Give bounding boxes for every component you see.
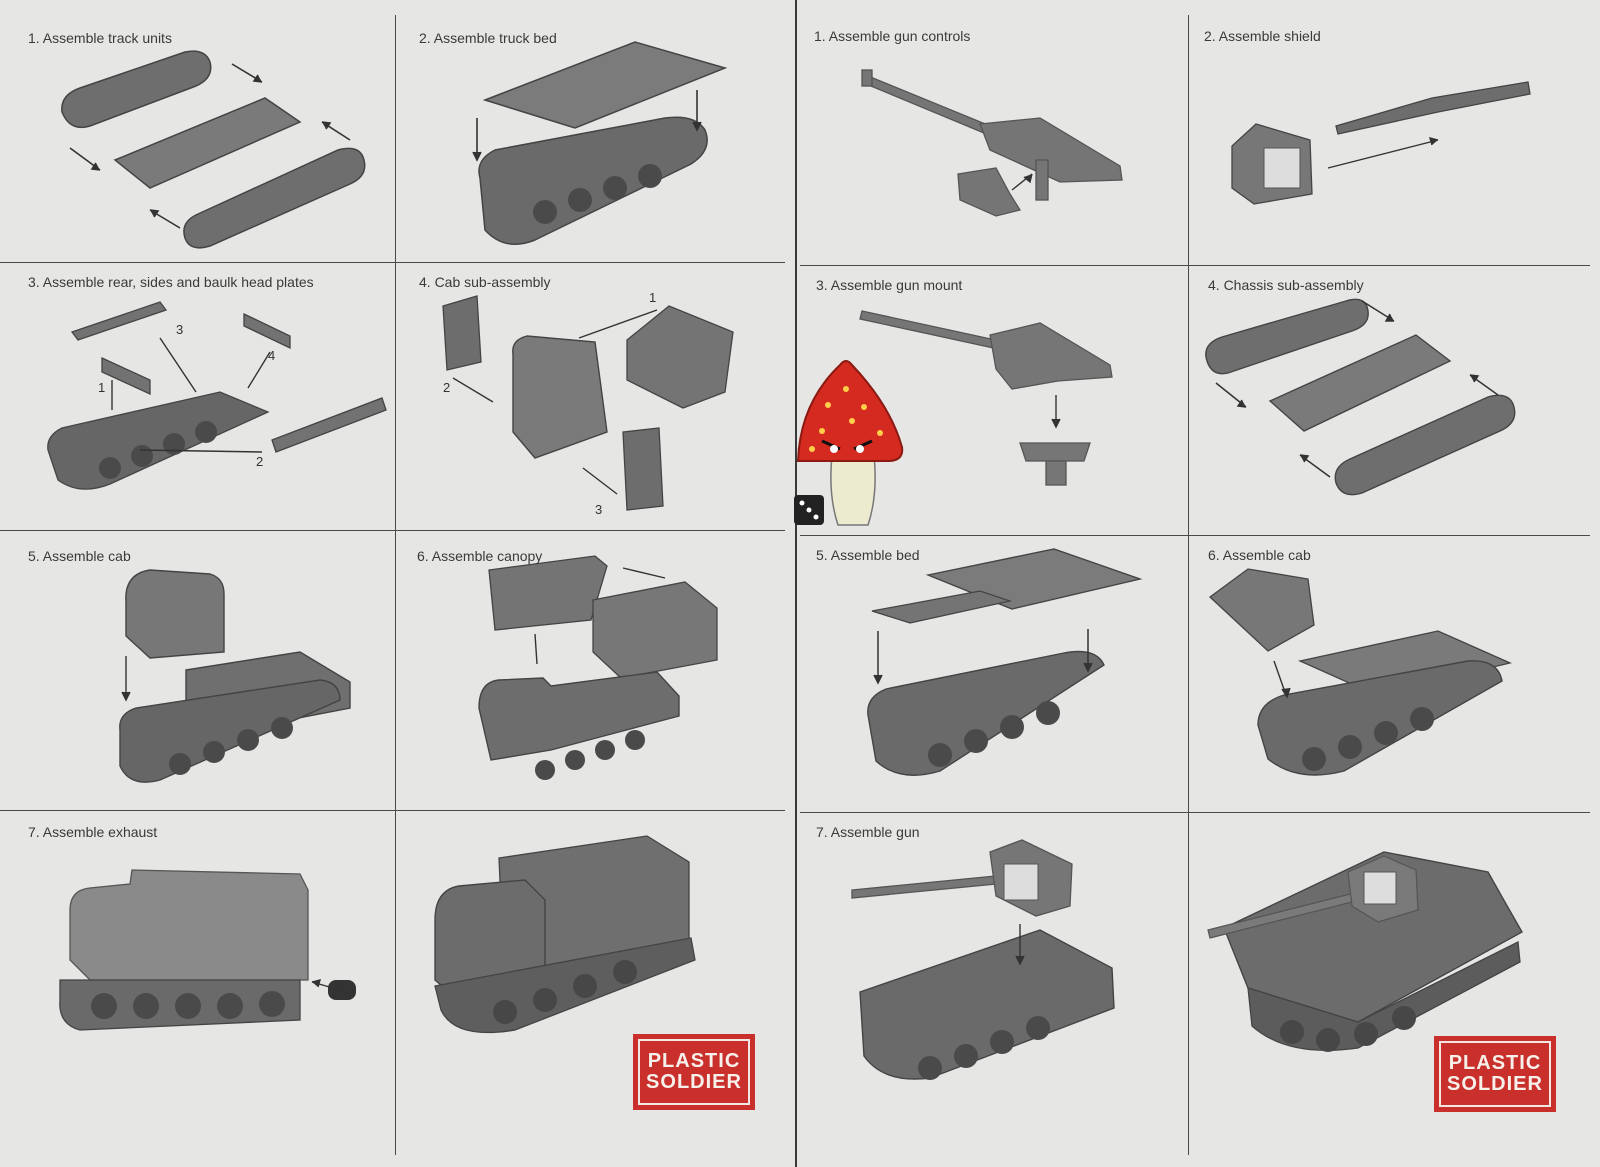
gun-controls-illustration: [861, 69, 1123, 217]
callout-1: 1: [649, 290, 656, 305]
step-title: 3. Assemble gun mount: [816, 277, 963, 293]
assemble-shield-illustration: [1231, 81, 1531, 205]
step-cell-finished-gun-carrier: PLASTIC SOLDIER: [1188, 812, 1590, 1155]
step-cell-truck-bed: 2. Assemble truck bed: [395, 0, 785, 262]
callout-2: 2: [443, 380, 450, 395]
assemble-cab-right-illustration: [1208, 568, 1513, 776]
callout-3: 3: [176, 322, 183, 337]
truck-bed-illustration: [472, 41, 728, 245]
step-title: 7. Assemble gun: [816, 824, 920, 840]
grid-line: [0, 810, 785, 811]
step-cell-assemble-exhaust: 7. Assemble exhaust: [0, 810, 395, 1155]
step-cell-assemble-cab: 5. Assemble cab: [0, 530, 395, 810]
step-cell-assemble-canopy: 6. Assemble canopy: [395, 530, 785, 810]
step-title: 7. Assemble exhaust: [28, 824, 158, 840]
step-title: 4. Chassis sub-assembly: [1208, 277, 1364, 293]
sheet-divider: [795, 0, 797, 1167]
gun-mount-illustration: [859, 310, 1113, 486]
step-title: 5. Assemble cab: [28, 548, 131, 564]
grid-line: [395, 15, 396, 1155]
step-cell-gun-mount: 3. Assemble gun mount: [800, 265, 1188, 535]
step-title: 5. Assemble bed: [816, 547, 920, 563]
step-cell-assemble-gun: 7. Assemble gun: [800, 812, 1188, 1155]
callout-4: 4: [268, 348, 275, 363]
step-title: 3. Assemble rear, sides and baulk head p…: [28, 274, 314, 290]
assemble-bed-illustration: [867, 548, 1143, 776]
step-title: 4. Cab sub-assembly: [419, 274, 551, 290]
grid-line: [0, 530, 785, 531]
grid-line: [800, 265, 1590, 266]
step-cell-assemble-bed: 5. Assemble bed: [800, 535, 1188, 812]
step-title: 1. Assemble gun controls: [814, 28, 971, 44]
finished-gun-carrier-illustration: [1207, 851, 1523, 1052]
step-cell-assemble-cab-right: 6. Assemble cab: [1188, 535, 1590, 812]
plastic-soldier-logo: PLASTIC SOLDIER: [633, 1034, 755, 1110]
step-cell-gun-controls: 1. Assemble gun controls: [800, 0, 1188, 265]
assemble-exhaust-illustration: [59, 869, 356, 1031]
step-cell-assemble-shield: 2. Assemble shield: [1188, 0, 1590, 265]
step-cell-track-units: 1. Assemble track units: [0, 0, 395, 262]
rear-sides-plates-illustration: 1 3 4 2: [47, 301, 387, 490]
chassis-sub-assembly-illustration: [1205, 298, 1516, 496]
step-cell-finished-truck: PLASTIC SOLDIER: [395, 810, 785, 1155]
step-cell-chassis-sub-assembly: 4. Chassis sub-assembly: [1188, 265, 1590, 535]
track-units-illustration: [61, 50, 366, 249]
step-title: 2. Assemble truck bed: [419, 30, 557, 46]
step-title: 6. Assemble canopy: [417, 548, 543, 564]
logo-line-2: SOLDIER: [646, 1071, 742, 1093]
finished-truck-illustration: [434, 835, 696, 1034]
step-title: 6. Assemble cab: [1208, 547, 1311, 563]
grid-line: [0, 262, 785, 263]
grid-line: [800, 535, 1590, 536]
logo-line-1: PLASTIC: [1448, 1052, 1542, 1074]
plastic-soldier-logo: PLASTIC SOLDIER: [1434, 1036, 1556, 1112]
step-cell-rear-sides-plates: 3. Assemble rear, sides and baulk head p…: [0, 262, 395, 530]
assemble-gun-illustration: [851, 839, 1115, 1080]
mushroom-mascot-image: [794, 360, 904, 526]
logo-line-1: PLASTIC: [647, 1050, 741, 1072]
assemble-canopy-illustration: [478, 555, 718, 780]
callout-1: 1: [98, 380, 105, 395]
step-title: 1. Assemble track units: [28, 30, 172, 46]
callout-2: 2: [256, 454, 263, 469]
logo-line-2: SOLDIER: [1447, 1073, 1543, 1095]
step-cell-cab-sub-assembly: 4. Cab sub-assembly 1 2 3: [395, 262, 785, 530]
callout-3: 3: [595, 502, 602, 517]
grid-line: [1188, 15, 1189, 1155]
grid-line: [800, 812, 1590, 813]
cab-sub-assembly-illustration: 1 2 3: [442, 290, 734, 517]
step-title: 2. Assemble shield: [1204, 28, 1321, 44]
assemble-cab-illustration: [119, 569, 351, 783]
